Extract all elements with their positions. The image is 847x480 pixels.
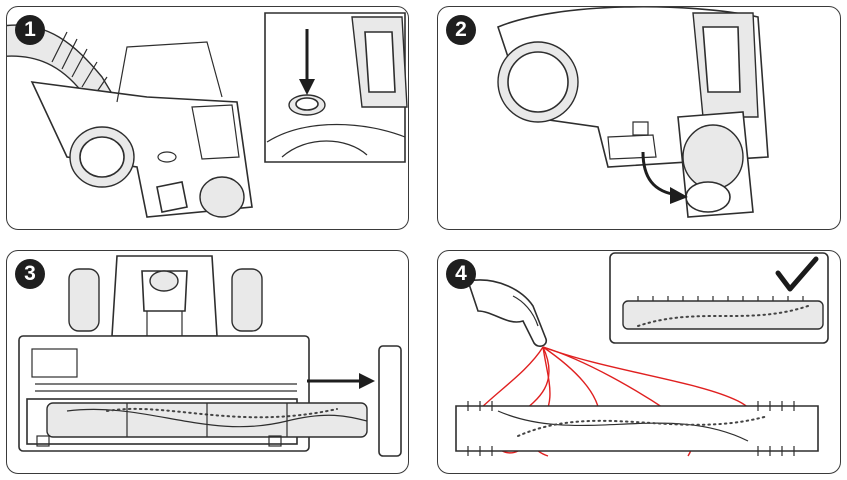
step-4-badge: 4 bbox=[446, 259, 476, 289]
step-3-badge: 3 bbox=[15, 259, 45, 289]
step-1-panel: 1 bbox=[6, 6, 409, 230]
step-3-panel: 3 bbox=[6, 250, 409, 474]
cut-tangled-hair-icon bbox=[455, 252, 829, 457]
step-4-panel: 4 bbox=[437, 250, 841, 474]
remove-brushroll-icon bbox=[18, 255, 402, 457]
step-2-panel: 2 bbox=[437, 6, 841, 230]
step-1-badge: 1 bbox=[15, 15, 45, 45]
press-release-button-icon bbox=[7, 12, 408, 218]
step-2-badge: 2 bbox=[446, 15, 476, 45]
open-side-cover-icon bbox=[497, 7, 769, 218]
checkmark-icon bbox=[775, 256, 819, 292]
brushroll bbox=[46, 402, 368, 438]
brushroll-clean bbox=[622, 296, 824, 330]
brushroll-large bbox=[455, 401, 819, 456]
